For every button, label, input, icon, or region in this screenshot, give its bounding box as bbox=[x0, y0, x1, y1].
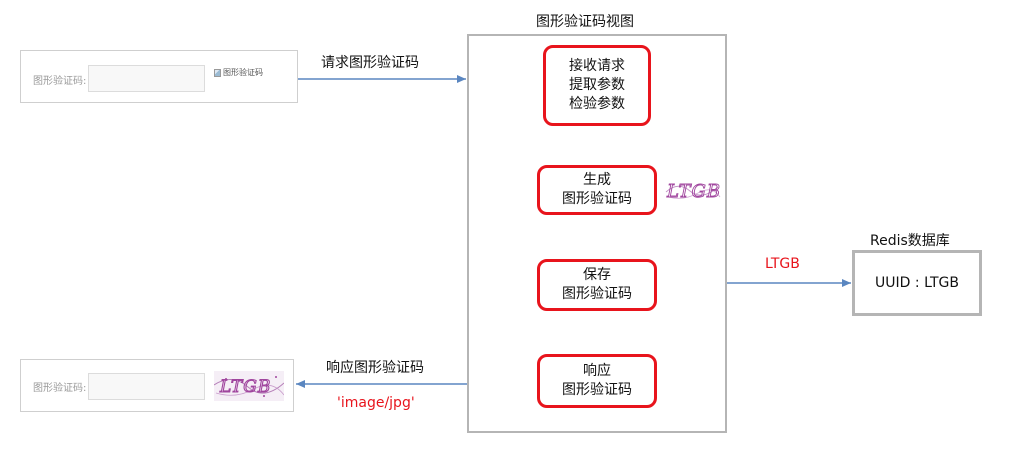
request-form-label: 图形验证码: bbox=[33, 76, 87, 87]
response-form-label: 图形验证码: bbox=[33, 383, 87, 394]
response-captcha-image[interactable]: LTGB bbox=[214, 371, 284, 401]
broken-image-icon bbox=[214, 68, 221, 77]
redis-title: Redis数据库 bbox=[870, 233, 950, 249]
response-type-label: 'image/jpg' bbox=[337, 395, 415, 411]
step-receive-line-3: 检验参数 bbox=[569, 96, 625, 112]
step-respond-captcha: 响应 图形验证码 bbox=[537, 354, 657, 408]
step-save-line-1: 保存 bbox=[583, 267, 611, 283]
view-title: 图形验证码视图 bbox=[536, 14, 634, 30]
request-form-panel: 图形验证码: 图形验证码 bbox=[20, 50, 298, 103]
response-captcha-input[interactable] bbox=[88, 373, 205, 400]
request-captcha-input[interactable] bbox=[88, 65, 205, 92]
step-generate-captcha: 生成 图形验证码 bbox=[537, 165, 657, 215]
request-captcha-image-alt: 图形验证码 bbox=[223, 68, 263, 77]
step-receive-line-2: 提取参数 bbox=[569, 77, 625, 93]
step-respond-line-1: 响应 bbox=[583, 363, 611, 379]
step-save-line-2: 图形验证码 bbox=[562, 286, 632, 302]
step-receive-request: 接收请求 提取参数 检验参数 bbox=[543, 45, 651, 126]
redis-entry: UUID : LTGB bbox=[875, 275, 959, 291]
generated-captcha-image: LTGB bbox=[666, 181, 721, 203]
response-form-panel: 图形验证码: LTGB bbox=[20, 359, 294, 412]
generated-captcha-text: LTGB bbox=[666, 181, 721, 202]
step-respond-line-2: 图形验证码 bbox=[562, 382, 632, 398]
redis-box: UUID : LTGB bbox=[852, 250, 982, 316]
step-receive-line-1: 接收请求 bbox=[569, 58, 625, 74]
response-arrow-label: 响应图形验证码 bbox=[326, 360, 424, 376]
request-arrow-label: 请求图形验证码 bbox=[321, 55, 419, 71]
step-generate-line-2: 图形验证码 bbox=[562, 191, 632, 207]
step-generate-line-1: 生成 bbox=[583, 172, 611, 188]
step-save-captcha: 保存 图形验证码 bbox=[537, 259, 657, 311]
request-captcha-image[interactable]: 图形验证码 bbox=[214, 67, 263, 78]
response-captcha-text: LTGB bbox=[219, 377, 271, 397]
store-arrow-label: LTGB bbox=[765, 256, 800, 272]
